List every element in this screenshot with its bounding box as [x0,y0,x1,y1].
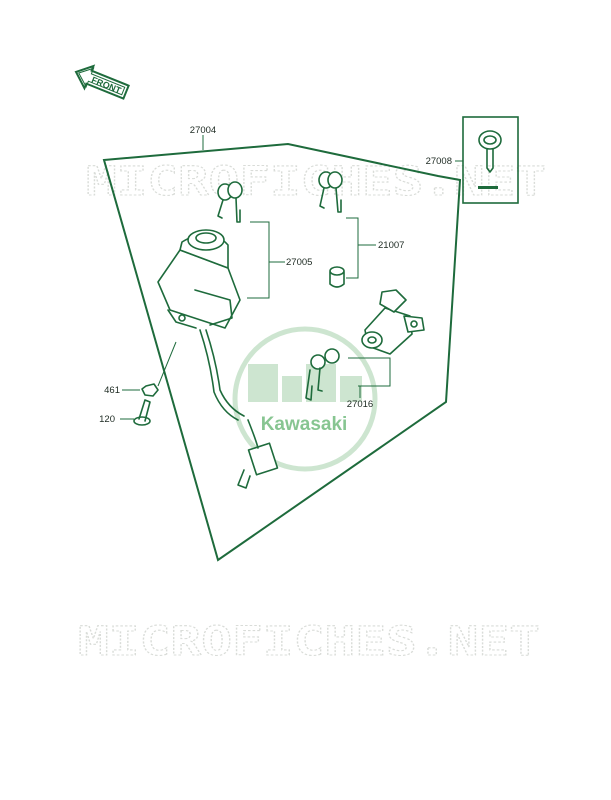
key-tag-icon [478,130,502,189]
label-27008[interactable]: 27008 [426,156,452,167]
label-27016[interactable]: 27016 [347,399,373,410]
label-27005[interactable]: 27005 [286,257,312,268]
steering-lock-icon [361,289,425,355]
front-arrow-icon: FRONT [74,64,130,100]
ignition-switch-icon [157,229,241,329]
assembly-outline [102,142,462,562]
ignition-keys-icon [217,181,243,223]
label-27004[interactable]: 27004 [190,125,216,136]
wire-harness-icon [199,329,279,489]
nut-icon [141,383,159,397]
key-tag-inset [462,116,519,204]
kawasaki-logo-text: Kawasaki [261,414,348,435]
bolt-icon [133,399,151,426]
steering-lock-keys-icon [305,348,340,401]
seat-lock-keys-icon [318,171,343,213]
watermark-bottom: MICROFICHES.NET [78,619,540,665]
watermark-top: MICROFICHES.NET [86,159,546,205]
lock-cylinder-icon [329,266,345,288]
label-21007[interactable]: 21007 [378,240,404,251]
label-461[interactable]: 461 [104,385,120,396]
kawasaki-logo: Kawasaki [232,326,378,472]
label-120[interactable]: 120 [99,414,115,425]
